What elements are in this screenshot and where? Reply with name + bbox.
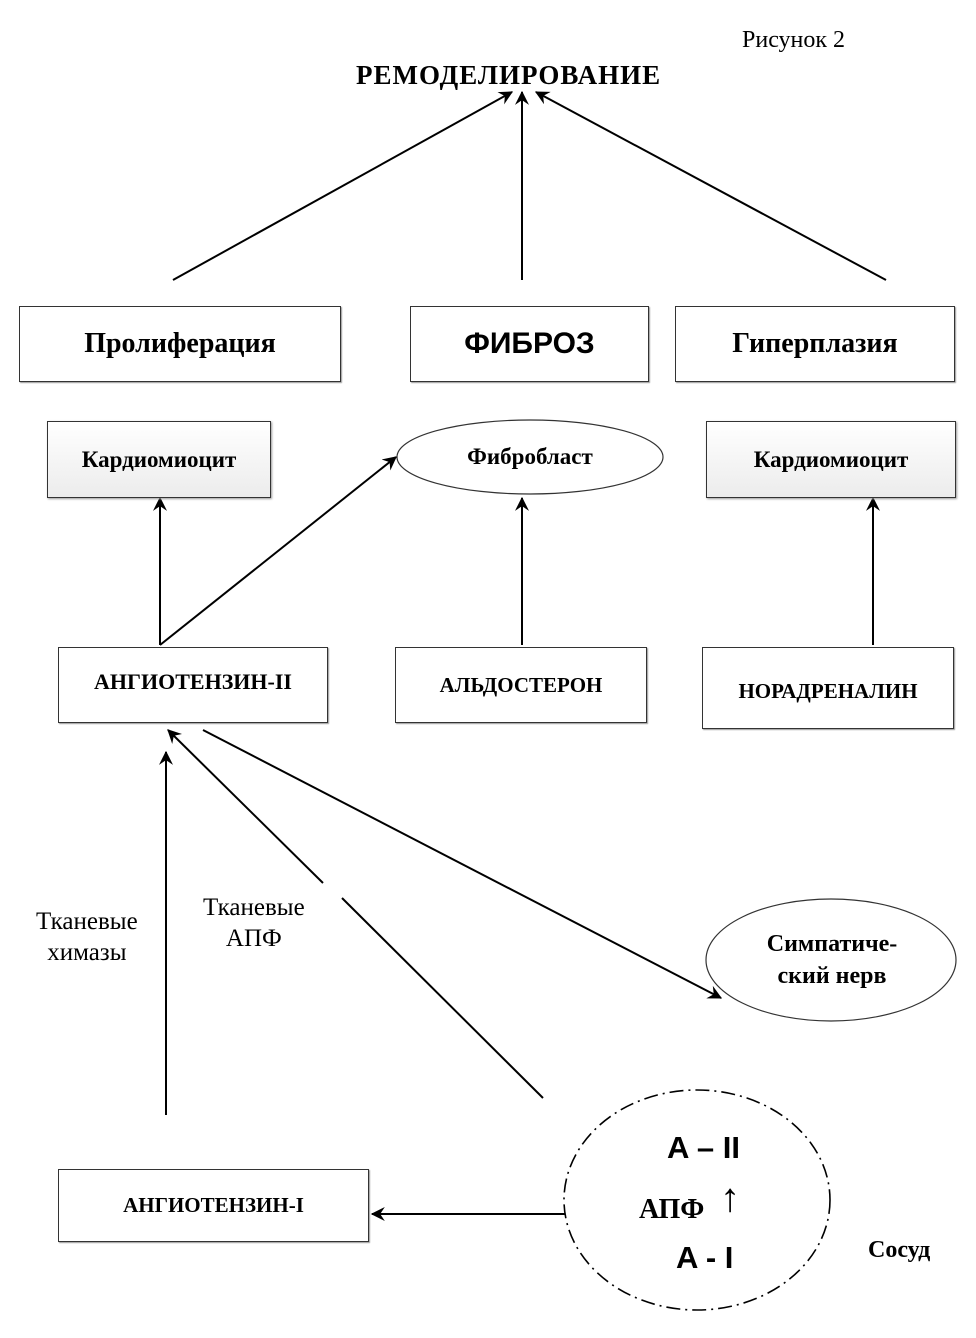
tissue-ace-line2: АПФ [225, 925, 282, 952]
cardiomyocyte-right-box: Кардиомиоцит [706, 421, 956, 498]
cardiomyocyte-right-label: Кардиомиоцит [753, 446, 909, 472]
sympathetic-nerve-line2: ский нерв [777, 963, 887, 989]
angiotensin2-box: АНГИОТЕНЗИН-II [58, 647, 328, 723]
arrow-hyperplasia-to-remodeling [534, 91, 887, 281]
vessel-ellipse [563, 1089, 831, 1311]
fibrosis-label: ФИБРОЗ [464, 327, 595, 360]
arrow-tissue-ace-upper [167, 729, 324, 884]
vessel-a2-label: A – II [667, 1130, 740, 1165]
vessel-ace-label: АПФ [639, 1194, 705, 1225]
arrow-angiotensin2-to-sympathetic-nerve [202, 729, 723, 999]
angiotensin1-label: АНГИОТЕНЗИН-I [123, 1193, 304, 1217]
ace-up-arrow-icon: ↑ [720, 1176, 740, 1220]
fibroblast-label: Фибробласт [467, 444, 593, 469]
noradrenaline-label: НОРАДРЕНАЛИН [738, 678, 918, 703]
tissue-ace-label: Тканевые АПФ [203, 892, 305, 954]
arrow-proliferation-to-remodeling [172, 91, 514, 281]
angiotensin1-box: АНГИОТЕНЗИН-I [58, 1169, 369, 1242]
figure-label: Рисунок 2 [742, 27, 846, 53]
sympathetic-nerve-ellipse [705, 898, 957, 1022]
vessel-a1-label: A - I [676, 1240, 734, 1275]
aldosterone-box: АЛЬДОСТЕРОН [395, 647, 647, 723]
vessel-label: Сосуд [868, 1237, 931, 1263]
cardiomyocyte-left-box: Кардиомиоцит [47, 421, 271, 498]
sympathetic-nerve-node: Симпатиче- ский нерв [712, 918, 952, 1002]
sympathetic-nerve-line1: Симпатиче- [766, 931, 898, 957]
hyperplasia-box: Гиперплазия [675, 306, 955, 382]
angiotensin2-label: АНГИОТЕНЗИН-II [94, 669, 292, 694]
tissue-chymases-label: Тканевые химазы [36, 906, 138, 968]
fibrosis-box: ФИБРОЗ [410, 306, 649, 382]
arrow-angiotensin2-to-fibroblast [159, 456, 397, 646]
noradrenaline-box: НОРАДРЕНАЛИН [702, 647, 954, 729]
proliferation-box: Пролиферация [19, 306, 341, 382]
aldosterone-label: АЛЬДОСТЕРОН [439, 672, 603, 697]
tissue-ace-line1: Тканевые [203, 894, 305, 921]
tissue-chymases-line1: Тканевые [36, 908, 138, 935]
remodeling-title: РЕМОДЕЛИРОВАНИЕ [356, 60, 662, 90]
tissue-chymases-line2: химазы [47, 939, 127, 966]
fibroblast-node: Фибробласт [398, 421, 662, 493]
hyperplasia-label: Гиперплазия [732, 328, 898, 359]
cardiomyocyte-left-label: Кардиомиоцит [81, 446, 237, 472]
fibroblast-ellipse [396, 419, 664, 495]
proliferation-label: Пролиферация [84, 328, 276, 359]
arrow-tissue-ace-lower [341, 897, 544, 1099]
